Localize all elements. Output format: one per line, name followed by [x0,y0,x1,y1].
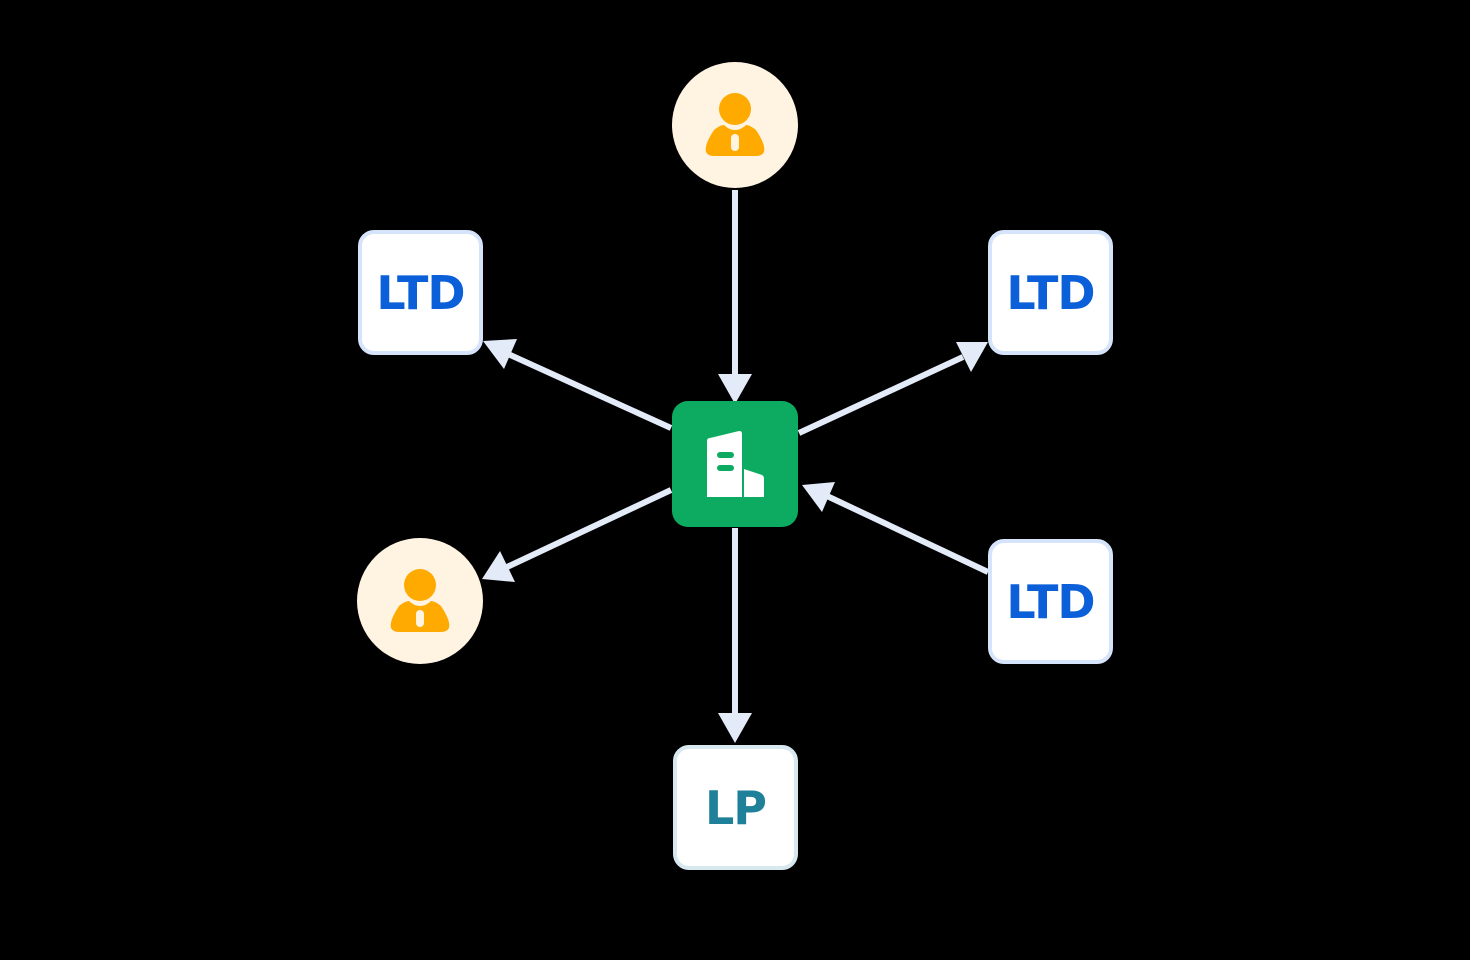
company-node[interactable] [672,401,798,527]
edge-company-to-person-bottom-left [505,487,673,570]
arrowhead-icon [482,551,515,582]
person-node-top[interactable] [672,62,798,188]
ltd-node-right[interactable]: LTD [988,539,1113,664]
arrowhead-icon [718,713,752,743]
entity-label: LTD [1006,574,1095,629]
ltd-node-top-right[interactable]: LTD [988,230,1113,355]
building-icon [707,430,764,497]
arrowhead-icon [802,482,835,512]
person-icon [705,93,765,156]
lp-node-bottom[interactable]: LP [673,745,798,870]
entity-label: LP [704,780,767,835]
arrowhead-icon [718,374,752,404]
arrowhead-icon [483,339,517,369]
entity-label: LTD [1006,265,1095,320]
arrowhead-icon [956,342,988,372]
edge-company-to-ltd-top-left [506,351,673,431]
person-node-bottom-left[interactable] [357,538,483,664]
entity-label: LTD [376,265,465,320]
person-icon [390,569,450,632]
ltd-node-top-left[interactable]: LTD [358,230,483,355]
edge-company-to-ltd-top-right [797,354,965,436]
edge-ltd-right-to-company [825,493,990,575]
